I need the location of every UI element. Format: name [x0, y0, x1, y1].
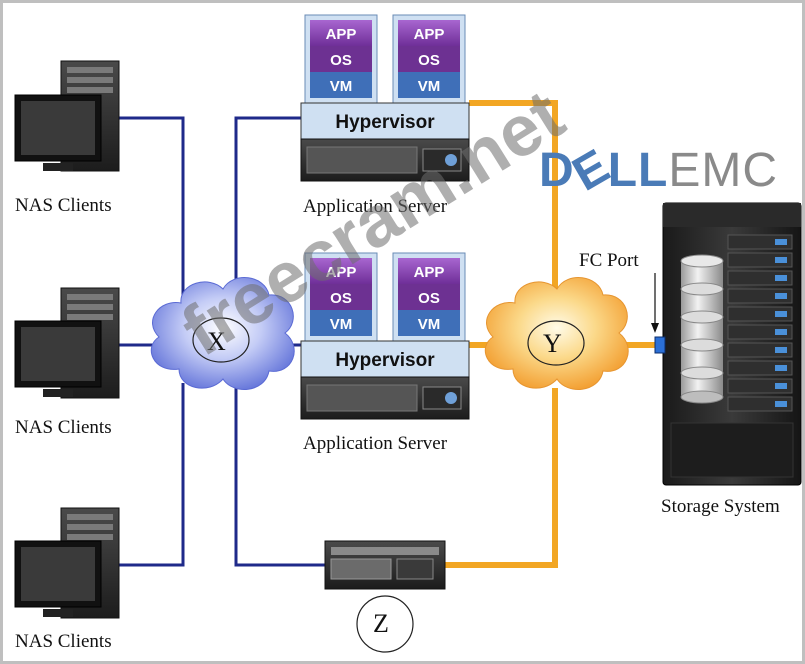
- application-server-2: APP OS VM APP OS VM Hypervisor: [300, 252, 470, 420]
- fc-link-z: [445, 388, 558, 568]
- cloud-y: [484, 277, 629, 390]
- vm-stack-1a: APP OS VM: [304, 14, 378, 104]
- vm-stack-1b: APP OS VM: [392, 14, 466, 104]
- nas-clients-label-2: NAS Clients: [15, 417, 112, 438]
- nas-clients-label-3: NAS Clients: [15, 631, 112, 652]
- vm-os-label: OS: [330, 290, 352, 307]
- application-server-label-1: Application Server: [303, 196, 448, 217]
- application-server-1: APP OS VM APP OS VM Hypervisor: [300, 14, 470, 182]
- vm-os-label: OS: [418, 52, 440, 69]
- storage-system-label: Storage System: [661, 496, 780, 517]
- ip-link-z: [234, 379, 325, 567]
- ip-links: [115, 116, 325, 567]
- dell-emc-logo: DELLEMC: [539, 139, 778, 202]
- vm-vm-label: VM: [418, 78, 441, 95]
- device-z-label: Z: [373, 609, 389, 638]
- vm-vm-label: VM: [330, 78, 353, 95]
- hypervisor-label: Hypervisor: [335, 112, 435, 133]
- device-z: [324, 540, 446, 653]
- storage-drive-bays: [727, 234, 793, 412]
- ip-link-client1: [115, 116, 185, 315]
- vm-app-label: APP: [414, 26, 445, 43]
- storage-led-strip: [775, 239, 787, 407]
- storage-system: [651, 202, 802, 486]
- nas-client-1: [14, 60, 120, 172]
- fc-port-label: FC Port: [579, 250, 639, 271]
- fc-link-app1: [469, 100, 558, 308]
- vm-app-label: APP: [326, 26, 357, 43]
- disk-stack: [680, 254, 724, 404]
- vm-os-label: OS: [418, 290, 440, 307]
- network-diagram: APP OS VM APP OS VM Hypervisor: [14, 14, 802, 653]
- vm-stack-2b: APP OS VM: [392, 252, 466, 342]
- vm-vm-label: VM: [330, 316, 353, 333]
- cloud-x-label: X: [207, 327, 226, 356]
- ip-link-app1: [234, 116, 303, 313]
- vm-vm-label: VM: [418, 316, 441, 333]
- vm-stack-2a: APP OS VM: [304, 252, 378, 342]
- nas-client-3: [14, 507, 120, 619]
- fc-links: [445, 100, 655, 568]
- hypervisor-label: Hypervisor: [335, 350, 435, 371]
- application-server-label-2: Application Server: [303, 433, 448, 454]
- cloud-y-label: Y: [543, 329, 562, 358]
- cloud-x: [150, 277, 295, 390]
- vm-app-label: APP: [414, 264, 445, 281]
- nas-client-2: [14, 287, 120, 399]
- fc-port-connector: [654, 336, 666, 354]
- nas-clients-label-1: NAS Clients: [15, 195, 112, 216]
- ip-link-client3: [115, 383, 185, 567]
- vm-os-label: OS: [330, 52, 352, 69]
- vm-app-label: APP: [326, 264, 357, 281]
